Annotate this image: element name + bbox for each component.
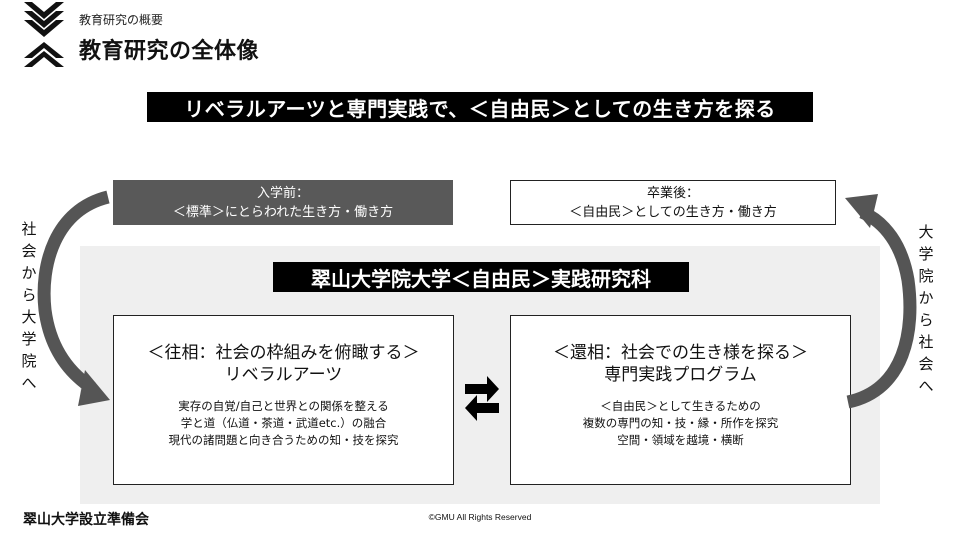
before-enrollment-box: 入学前： ＜標準＞にとらわれた生き方・働き方 (113, 180, 453, 225)
liberal-arts-card: ＜往相：社会の枠組みを俯瞰する＞ リベラルアーツ 実存の自覚/自己と世界との関係… (113, 315, 454, 485)
side-char: か (21, 264, 37, 282)
side-char: ら (21, 286, 37, 304)
practice-program-desc-line: ＜自由民＞として生きるための (600, 399, 761, 413)
after-box-label: 卒業後： (646, 185, 699, 201)
society-to-grad-school-label: 社 会 か ら 大 学 院 へ (20, 218, 38, 394)
section-subtitle: 教育研究の概要 (79, 13, 164, 27)
side-char: 会 (918, 355, 934, 373)
swap-arrows-icon (465, 376, 499, 421)
side-char: へ (21, 374, 37, 392)
side-char: か (918, 289, 934, 307)
liberal-arts-desc-line: 学と道（仏道・茶道・武道etc.）の融合 (180, 416, 387, 430)
liberal-arts-desc-line: 実存の自覚/自己と世界との関係を整える (178, 399, 389, 413)
copyright-notice: ©GMU All Rights Reserved (428, 512, 532, 522)
practice-program-card: ＜還相：社会での生き様を探る＞ 専門実践プログラム ＜自由民＞として生きるための… (510, 315, 851, 485)
practice-program-desc-line: 空間・領域を越境・横断 (617, 433, 744, 447)
program-title: 翠山大学院大学＜自由民＞実践研究科 (273, 262, 689, 292)
before-box-label: 入学前： (256, 185, 309, 201)
practice-program-subheading: 専門実践プログラム (604, 365, 757, 385)
logo-chevrons-icon (24, 2, 64, 67)
side-char: 院 (918, 267, 934, 285)
side-char: 学 (918, 245, 934, 263)
footer-organization: 翠山大学設立準備会 (23, 512, 149, 528)
side-char: へ (918, 377, 934, 395)
theme-banner: リベラルアーツと専門実践で、＜自由民＞としての生き方を探る (147, 92, 813, 122)
liberal-arts-desc-line: 現代の諸問題と向き合うための知・技を探究 (168, 433, 399, 447)
side-char: 大 (918, 223, 934, 241)
side-char: ら (918, 311, 934, 329)
side-char: 学 (21, 330, 37, 348)
liberal-arts-subheading: リベラルアーツ (224, 365, 343, 385)
liberal-arts-heading: ＜往相：社会の枠組みを俯瞰する＞ (147, 343, 420, 363)
practice-program-heading: ＜還相：社会での生き様を探る＞ (553, 343, 808, 363)
side-char: 社 (918, 333, 934, 351)
grad-school-to-society-label: 大 学 院 か ら 社 会 へ (917, 221, 935, 397)
before-box-text: ＜標準＞にとらわれた生き方・働き方 (172, 204, 394, 220)
side-char: 会 (21, 242, 37, 260)
after-graduation-box: 卒業後： ＜自由民＞としての生き方・働き方 (510, 180, 836, 225)
side-char: 大 (21, 308, 37, 326)
practice-program-desc-line: 複数の専門の知・技・縁・所作を探究 (582, 416, 779, 430)
page-title: 教育研究の全体像 (79, 39, 260, 64)
side-char: 院 (21, 352, 37, 370)
side-char: 社 (21, 220, 37, 238)
after-box-text: ＜自由民＞としての生き方・働き方 (569, 204, 777, 220)
